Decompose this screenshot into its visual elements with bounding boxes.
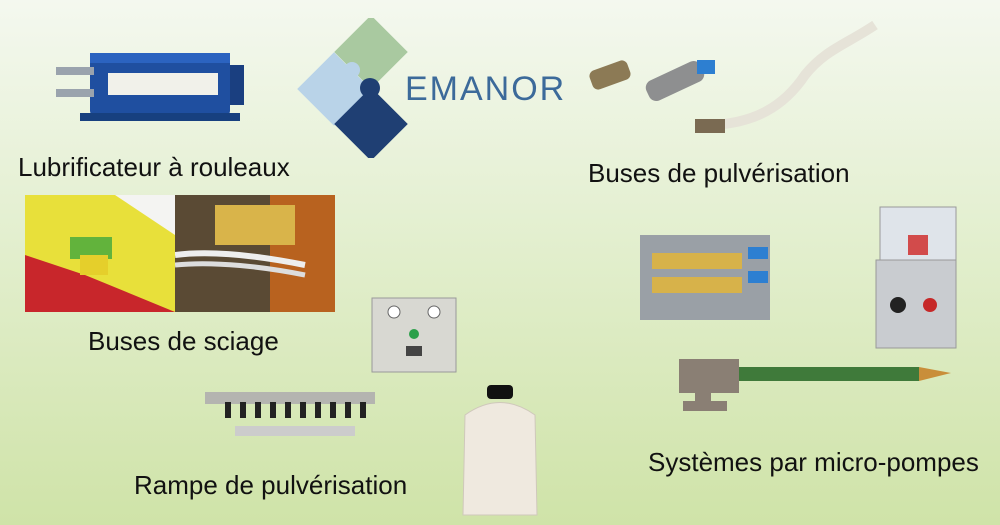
emanor-logo: EMANOR [290, 18, 564, 158]
spray-ramp-image [205, 380, 375, 440]
label-spray-ramp: Rampe de pulvérisation [134, 470, 408, 500]
micro-pump-unit-image [872, 205, 962, 350]
oil-bottle-image [455, 385, 545, 520]
micro-pump-nozzle-image [675, 355, 955, 415]
saw-nozzles-photo-right [175, 195, 335, 312]
spray-nozzles-image [585, 15, 885, 145]
micro-pump-block-image [640, 225, 775, 325]
label-micro-pumps: Systèmes par micro-pompes [648, 447, 979, 477]
saw-nozzles-photo-left [25, 195, 175, 312]
label-roller-lubricator: Lubrificateur à rouleaux [18, 152, 290, 182]
control-box-image [370, 296, 460, 376]
roller-lubricator-image [50, 45, 250, 125]
label-spray-nozzles: Buses de pulvérisation [588, 158, 850, 188]
brand-name: EMANOR [405, 70, 567, 108]
label-saw-nozzles: Buses de sciage [88, 326, 279, 356]
